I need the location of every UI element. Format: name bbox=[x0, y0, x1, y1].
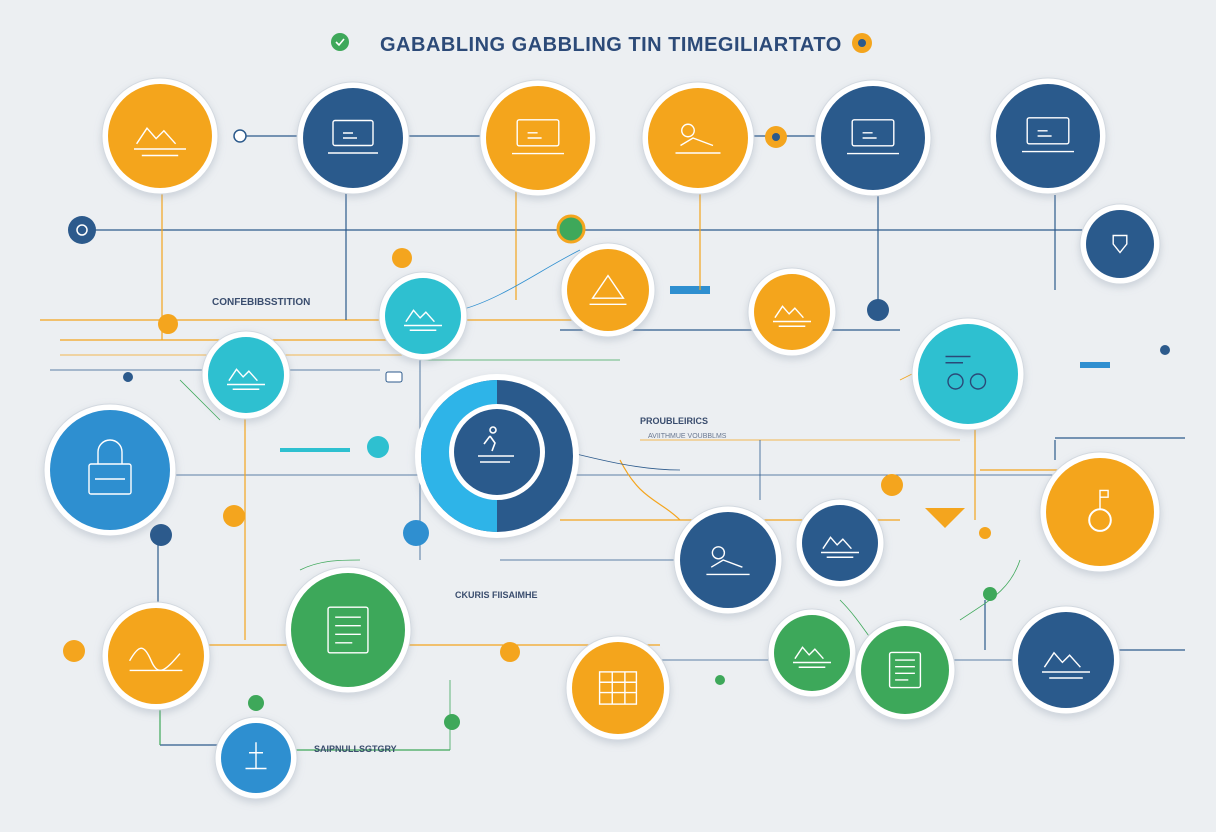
hand-icon bbox=[706, 546, 750, 576]
navy-circle-node bbox=[296, 81, 410, 195]
teal-circle-node bbox=[911, 317, 1025, 431]
central-hub-node bbox=[415, 374, 579, 538]
node-marker bbox=[444, 714, 460, 730]
mountain-icon bbox=[227, 368, 265, 390]
node-marker bbox=[233, 129, 247, 143]
node-marker bbox=[881, 474, 903, 496]
node-marker bbox=[158, 314, 178, 334]
navy-circle-node bbox=[1079, 203, 1161, 285]
green-circle-node bbox=[767, 608, 857, 698]
node-marker bbox=[248, 695, 264, 711]
funnel-marker bbox=[925, 508, 965, 528]
badge-icon bbox=[1112, 234, 1128, 254]
tower-icon bbox=[245, 742, 267, 770]
orange-circle-node bbox=[747, 267, 837, 357]
doc-icon bbox=[327, 606, 369, 654]
navy-circle-node bbox=[814, 79, 932, 197]
node-marker bbox=[556, 214, 586, 244]
navy-circle-node bbox=[989, 77, 1107, 195]
node-marker bbox=[392, 248, 412, 268]
label-proubleirics: PROUBLEIRICS bbox=[640, 416, 708, 426]
people-icon bbox=[945, 355, 987, 390]
lock-icon bbox=[88, 439, 132, 495]
runner-icon bbox=[478, 426, 514, 463]
pyramid-icon bbox=[589, 274, 627, 306]
connector-markers bbox=[63, 33, 1170, 730]
node-marker bbox=[123, 372, 133, 382]
orange-circle-node bbox=[641, 81, 755, 195]
node-marker bbox=[385, 371, 403, 383]
node-marker bbox=[715, 675, 725, 685]
orange-circle-node bbox=[1039, 451, 1161, 573]
green-circle-node bbox=[854, 619, 956, 721]
screen-icon bbox=[847, 119, 899, 155]
label-proubleirics-sub: AVIITHMUE VOUBBLMS bbox=[648, 433, 727, 440]
teal-circle-node bbox=[201, 330, 291, 420]
grid-icon bbox=[598, 671, 638, 705]
chart-icon bbox=[404, 309, 442, 331]
orange-circle-node bbox=[101, 601, 211, 711]
target-icon bbox=[1088, 489, 1112, 532]
orange-circle-node bbox=[565, 635, 671, 741]
node-marker-left bbox=[68, 216, 96, 244]
blue-circle-node bbox=[43, 403, 177, 537]
chart-icon bbox=[134, 127, 186, 157]
doc-icon bbox=[888, 651, 922, 689]
node-marker bbox=[979, 527, 991, 539]
node-marker bbox=[403, 520, 429, 546]
navy-circle-node bbox=[795, 498, 885, 588]
laptop-icon bbox=[512, 119, 564, 155]
blue-circle-node bbox=[214, 716, 298, 800]
chart-icon bbox=[773, 305, 811, 327]
hand-icon bbox=[675, 123, 721, 154]
mountain-icon bbox=[821, 536, 859, 558]
node-marker bbox=[367, 436, 389, 458]
node-marker bbox=[500, 642, 520, 662]
mountain-icon bbox=[1042, 651, 1090, 679]
green-circle-node bbox=[284, 566, 412, 694]
screen-icon bbox=[1022, 117, 1074, 153]
diagram-nodes bbox=[43, 77, 1161, 800]
node-marker bbox=[1160, 345, 1170, 355]
monitor-icon bbox=[328, 119, 378, 154]
node-marker bbox=[867, 299, 889, 321]
wave-icon bbox=[128, 647, 183, 672]
node-marker bbox=[63, 640, 85, 662]
diagram-title: GABABLING GABBLING TIN TIMEGILIARTATO bbox=[380, 34, 842, 56]
teal-circle-node bbox=[378, 271, 468, 361]
orange-circle-node bbox=[560, 242, 656, 338]
orange-circle-node bbox=[479, 79, 597, 197]
label-saipnullsgtgry: SAIPNULLSGTGRY bbox=[314, 744, 397, 754]
node-marker bbox=[223, 505, 245, 527]
chart-icon bbox=[793, 646, 831, 668]
node-marker bbox=[150, 524, 172, 546]
title-check-icon bbox=[331, 33, 349, 51]
node-marker bbox=[983, 587, 997, 601]
label-ckuris-fiisaimhe: CKURIS FIISAIMHE bbox=[455, 590, 538, 600]
navy-circle-node bbox=[673, 505, 783, 615]
orange-circle-node bbox=[101, 77, 219, 195]
label-confebibsstition: CONFEBIBSSTITION bbox=[212, 297, 310, 308]
navy-circle-node bbox=[1011, 605, 1121, 715]
